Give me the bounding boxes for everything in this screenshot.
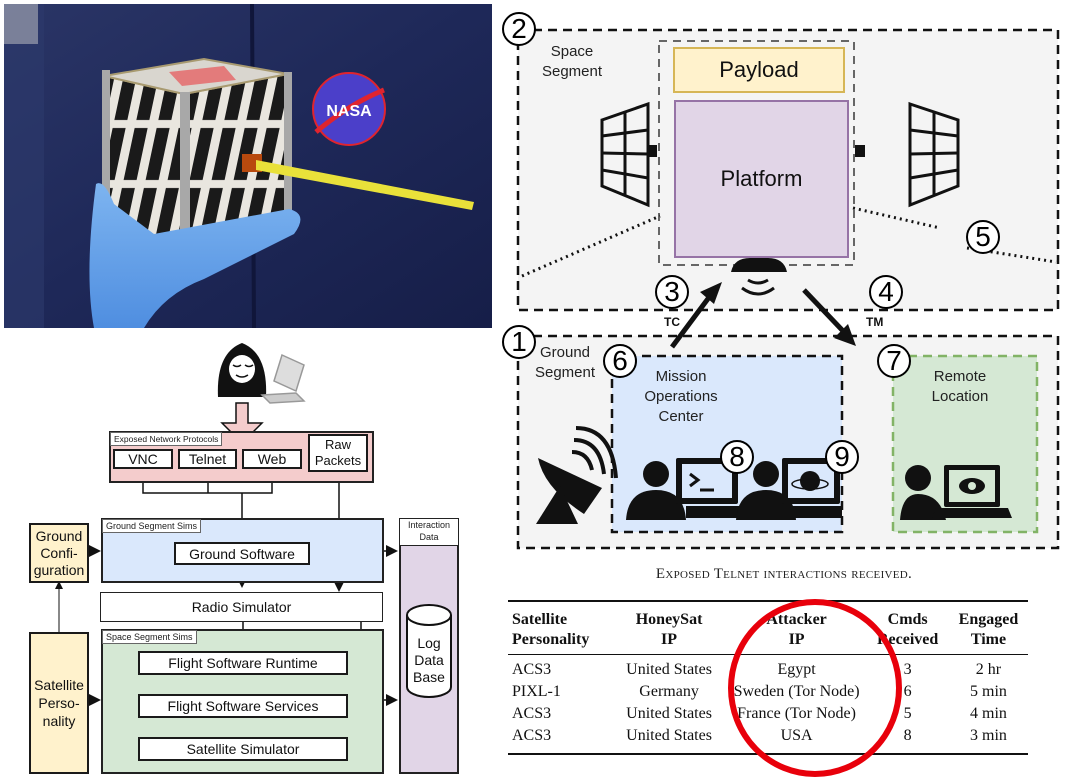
telnet-box: Telnet [178, 449, 237, 469]
laptop-icon [260, 353, 306, 404]
nasa-patch: NASA [312, 72, 386, 146]
marker-8: 8 [720, 440, 754, 474]
ground-segment-label: Ground Segment [534, 344, 596, 381]
header-attacker: Attacker [766, 611, 827, 628]
cell-honeysat-ip: United States [611, 725, 727, 755]
operator-terminal-icon [626, 458, 740, 520]
marker-9: 9 [825, 440, 859, 474]
exposed-protocols-title: Exposed Network Protocols [110, 432, 223, 446]
ground-software-box: Ground Software [174, 542, 310, 565]
ground-station-dish-icon [536, 426, 618, 524]
payload-box: Payload [673, 47, 845, 93]
database-icon [406, 604, 452, 698]
header-engaged: Engaged [958, 611, 1019, 628]
cell-honeysat-ip: United States [626, 661, 712, 678]
cell-attacker-ip: Sweden (Tor Node) [733, 683, 860, 700]
marker-6: 6 [603, 344, 637, 378]
operator-satellite-tracking-icon [736, 458, 842, 520]
svg-text:NASA: NASA [326, 103, 372, 120]
tc-label: TC [664, 315, 680, 329]
header-attacker-ip: IP [788, 631, 805, 648]
cell-attacker-ip: France (Tor Node) [737, 705, 856, 722]
table-caption: Exposed Telnet interactions received. [655, 566, 913, 582]
signal-waves-icon [741, 278, 775, 296]
cell-cmds: 5 [903, 705, 912, 722]
solar-panel-right-icon [908, 101, 960, 208]
telnet-interactions-table-figure: Exposed Telnet interactions received. Sa… [500, 560, 1068, 781]
web-box: Web [242, 449, 302, 469]
cubesat-photo-graphic: NASA [4, 4, 492, 328]
marker-1: 1 [502, 325, 536, 359]
cubesat-photo: NASA [4, 4, 492, 328]
header-honeysat: HoneySat [635, 611, 703, 628]
header-received: Received [877, 631, 939, 648]
ground-segment-sims-title: Ground Segment Sims [102, 519, 202, 533]
cell-personality: ACS3 [508, 725, 612, 755]
cell-honeysat-ip: Germany [639, 683, 699, 700]
platform-box: Platform [674, 100, 849, 258]
cubesat [102, 57, 474, 254]
header-honeysat-ip: IP [661, 631, 678, 648]
space-segment-sims-title: Space Segment Sims [102, 630, 197, 644]
blue-glove [89, 183, 301, 328]
header-cmds: Cmds [887, 611, 928, 628]
marker-5: 5 [966, 220, 1000, 254]
honeysat-architecture-diagram: Exposed Network Protocols VNC Telnet Web… [0, 335, 500, 781]
cell-cmds: 6 [903, 683, 912, 700]
interaction-data-title: Interaction Data [400, 519, 458, 546]
cell-time: 2 hr [975, 661, 1002, 678]
space-segment-label: Space Segment [541, 43, 603, 80]
remote-viewer-icon [900, 465, 1012, 520]
marker-3: 3 [655, 275, 689, 309]
satellite-personality-box: Satellite Perso- nality [29, 632, 89, 774]
telemetry-arrow [802, 288, 856, 346]
cell-time: 5 min [970, 683, 1007, 700]
table-row: ACS3 United States Egypt 3 2 hr [508, 655, 1028, 682]
cell-personality: PIXL-1 [512, 683, 561, 700]
radio-simulator-box: Radio Simulator [100, 592, 383, 622]
cell-attacker-ip: Egypt [777, 661, 816, 678]
raw-packets-box: Raw Packets [308, 434, 368, 472]
cell-honeysat-ip: United States [626, 705, 712, 722]
ground-configuration-box: Ground Confi- guration [29, 523, 89, 583]
cell-time: 3 min [948, 725, 1028, 755]
log-database-label: Log Data Base [413, 635, 445, 685]
cell-attacker-ip: USA [726, 725, 867, 755]
cell-time: 4 min [970, 705, 1007, 722]
header-time: Time [970, 631, 1007, 648]
flight-software-services-box: Flight Software Services [138, 694, 348, 718]
mission-operations-center-label: Mission Operations Center [644, 368, 718, 425]
marker-7: 7 [877, 344, 911, 378]
table-row: ACS3 United States USA 8 3 min [508, 725, 1028, 755]
space-ground-segment-diagram: Payload Platform Space Segment Ground Se… [500, 0, 1068, 560]
marker-4: 4 [869, 275, 903, 309]
table-row: PIXL-1 Germany Sweden (Tor Node) 6 5 min [508, 681, 1028, 703]
cell-cmds: 3 [903, 661, 912, 678]
cell-cmds: 8 [866, 725, 949, 755]
header-personality: Personality [512, 631, 590, 648]
telecommand-arrow [669, 282, 722, 349]
hacker-icon [217, 343, 267, 397]
cell-personality: ACS3 [512, 661, 552, 678]
satellite-simulator-box: Satellite Simulator [138, 737, 348, 761]
table-row: ACS3 United States France (Tor Node) 5 4… [508, 703, 1028, 725]
marker-2: 2 [502, 12, 536, 46]
vnc-box: VNC [113, 449, 173, 469]
flight-software-runtime-box: Flight Software Runtime [138, 651, 348, 675]
satellite-antenna-icon [731, 258, 787, 272]
solar-panel-left-icon [600, 101, 650, 208]
tm-label: TM [866, 315, 884, 329]
header-satellite: Satellite [512, 611, 568, 628]
remote-location-label: Remote Location [931, 368, 989, 405]
cell-personality: ACS3 [512, 705, 552, 722]
